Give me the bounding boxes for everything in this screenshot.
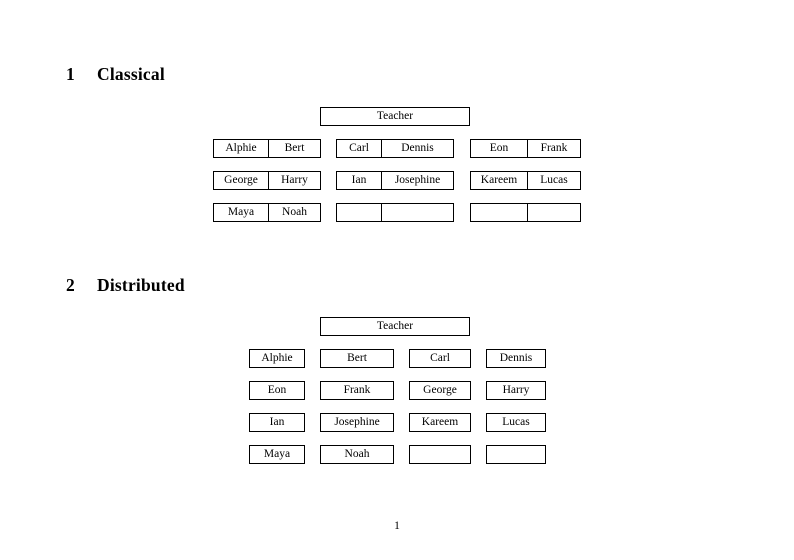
table-cell: Ian: [249, 413, 305, 432]
table-row: [470, 203, 581, 222]
table-row: Maya Noah: [213, 203, 321, 222]
teacher-box-distributed: Teacher: [320, 317, 470, 336]
section-number: 1: [66, 64, 75, 84]
table-cell-empty: [381, 203, 454, 222]
table-cell: Dennis: [486, 349, 546, 368]
table-cell: Maya: [213, 203, 268, 222]
section-title: Distributed: [97, 275, 185, 295]
table-cell: George: [409, 381, 471, 400]
table-row: [336, 203, 454, 222]
table-cell: Bert: [268, 139, 321, 158]
classical-group-2: Carl Dennis Ian Josephine: [336, 139, 454, 222]
table-cell: Carl: [336, 139, 381, 158]
classical-group-1: Alphie Bert George Harry Maya Noah: [213, 139, 321, 222]
table-cell: Josephine: [381, 171, 454, 190]
page-number: 1: [394, 520, 400, 532]
table-row: Eon Frank: [470, 139, 581, 158]
table-row: Ian Josephine: [336, 171, 454, 190]
table-cell: Frank: [527, 139, 581, 158]
table-cell: Noah: [320, 445, 394, 464]
table-cell: Lucas: [527, 171, 581, 190]
table-cell: Lucas: [486, 413, 546, 432]
table-row: Carl Dennis: [336, 139, 454, 158]
table-cell: Eon: [470, 139, 527, 158]
table-cell: Frank: [320, 381, 394, 400]
table-cell-empty: [470, 203, 527, 222]
section-title: Classical: [97, 64, 165, 84]
classical-group-3: Eon Frank Kareem Lucas: [470, 139, 581, 222]
table-cell-empty: [409, 445, 471, 464]
table-cell: Alphie: [249, 349, 305, 368]
table-cell: George: [213, 171, 268, 190]
table-cell: Harry: [268, 171, 321, 190]
table-cell-empty: [527, 203, 581, 222]
table-cell: Kareem: [409, 413, 471, 432]
table-cell: Bert: [320, 349, 394, 368]
table-cell: Josephine: [320, 413, 394, 432]
table-cell: Kareem: [470, 171, 527, 190]
table-cell: Alphie: [213, 139, 268, 158]
section-heading-classical: 1 Classical: [66, 64, 165, 85]
teacher-box-classical: Teacher: [320, 107, 470, 126]
table-cell: Dennis: [381, 139, 454, 158]
section-number: 2: [66, 275, 75, 295]
table-row: George Harry: [213, 171, 321, 190]
table-cell: Maya: [249, 445, 305, 464]
table-cell-empty: [336, 203, 381, 222]
table-cell: Eon: [249, 381, 305, 400]
table-row: Kareem Lucas: [470, 171, 581, 190]
table-cell: Carl: [409, 349, 471, 368]
table-cell: Noah: [268, 203, 321, 222]
table-row: Alphie Bert: [213, 139, 321, 158]
table-cell-empty: [486, 445, 546, 464]
section-heading-distributed: 2 Distributed: [66, 275, 185, 296]
table-cell: Harry: [486, 381, 546, 400]
table-cell: Ian: [336, 171, 381, 190]
